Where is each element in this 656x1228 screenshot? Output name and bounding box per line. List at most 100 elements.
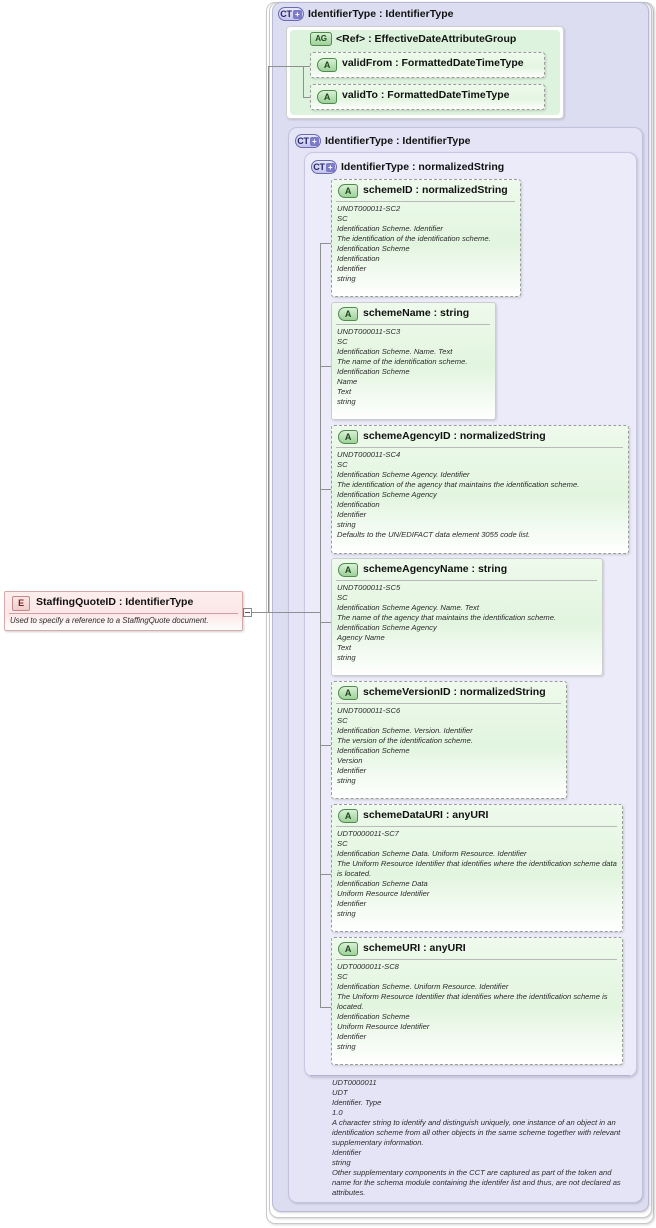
doc-line: A character string to identify and disti… bbox=[332, 1118, 621, 1147]
doc-line: Identification Scheme Data bbox=[337, 879, 428, 888]
attribute-schemeversionid-title: schemeVersionID : normalizedString bbox=[363, 686, 546, 698]
expander-toggle[interactable] bbox=[243, 608, 252, 617]
attribute-schemedatauri[interactable]: A schemeDataURI : anyURI UDT0000011-SC7 … bbox=[331, 804, 623, 932]
doc-line: string bbox=[337, 274, 356, 283]
doc-line: The Uniform Resource Identifier that ide… bbox=[337, 859, 617, 878]
a-badge-schemeagencyid: A bbox=[338, 430, 358, 444]
attribute-schemename[interactable]: A schemeName : string UNDT000011-SC3 SC … bbox=[331, 302, 496, 420]
doc-line: string bbox=[337, 520, 356, 529]
attr-tree-branch-2 bbox=[320, 366, 331, 367]
a-badge-schemeuri: A bbox=[338, 942, 358, 956]
attribute-schemename-title: schemeName : string bbox=[363, 307, 470, 319]
doc-line: Other supplementary components in the CC… bbox=[332, 1168, 621, 1197]
attribute-schemeversionid-header: A schemeVersionID : normalizedString bbox=[332, 682, 566, 703]
divider bbox=[336, 324, 490, 325]
a-badge-validfrom: A bbox=[317, 58, 337, 72]
a-badge-label: A bbox=[344, 943, 352, 954]
doc-line: UNDT000011-SC6 bbox=[337, 706, 401, 715]
ct-badge-inner: CT+ bbox=[311, 160, 337, 174]
doc-line: SC bbox=[337, 839, 348, 848]
doc-line: Text bbox=[337, 643, 352, 652]
doc-line: UNDT000011-SC3 bbox=[337, 327, 401, 336]
a-badge-schemedatauri: A bbox=[338, 809, 358, 823]
attribute-schemeversionid[interactable]: A schemeVersionID : normalizedString UND… bbox=[331, 681, 567, 799]
ct-badge-label: CT bbox=[297, 135, 309, 146]
attr-tree-branch-5 bbox=[320, 745, 331, 746]
a-badge-schemeid: A bbox=[338, 184, 358, 198]
attribute-schemeuri-doc: UDT0000011-SC8 SC Identification Scheme.… bbox=[337, 962, 622, 1052]
doc-line: Identification Scheme. Uniform Resource.… bbox=[337, 982, 509, 991]
a-badge-schemeversionid: A bbox=[338, 686, 358, 700]
attribute-schemeagencyname-doc: UNDT000011-SC5 SC Identification Scheme … bbox=[337, 583, 598, 663]
ct-badge-label: CT bbox=[313, 161, 325, 172]
doc-line: The identification of the agency that ma… bbox=[337, 480, 580, 489]
ct-plus-icon[interactable]: + bbox=[292, 9, 302, 19]
divider bbox=[9, 613, 238, 614]
ag-connector-trunk bbox=[303, 66, 304, 98]
doc-line: string bbox=[332, 1158, 351, 1167]
ag-title: <Ref> : EffectiveDateAttributeGroup bbox=[336, 33, 517, 45]
divider bbox=[336, 447, 623, 448]
attribute-schemeagencyid[interactable]: A schemeAgencyID : normalizedString UNDT… bbox=[331, 425, 629, 554]
element-title: StaffingQuoteID : IdentifierType bbox=[36, 596, 194, 608]
e-badge-label: E bbox=[18, 598, 24, 608]
doc-line: UDT bbox=[332, 1088, 348, 1097]
attribute-validfrom[interactable]: A validFrom : FormattedDateTimeType bbox=[310, 52, 545, 78]
a-badge-label: A bbox=[323, 59, 331, 70]
ct-title-outer: IdentifierType : IdentifierType bbox=[308, 8, 454, 20]
ct-plus-icon[interactable]: + bbox=[325, 162, 335, 172]
attribute-validto[interactable]: A validTo : FormattedDateTimeType bbox=[310, 84, 545, 110]
attribute-validto-header: A validTo : FormattedDateTimeType bbox=[311, 85, 544, 106]
attribute-schemeagencyid-header: A schemeAgencyID : normalizedString bbox=[332, 426, 628, 447]
doc-line: Identification Scheme Data. Uniform Reso… bbox=[337, 849, 527, 858]
ct-title-inner: IdentifierType : normalizedString bbox=[341, 161, 505, 173]
attribute-schemeid-title: schemeID : normalizedString bbox=[363, 184, 508, 196]
doc-line: Uniform Resource Identifier bbox=[337, 1022, 430, 1031]
a-badge-label: A bbox=[344, 564, 352, 575]
attribute-schemeid[interactable]: A schemeID : normalizedString UNDT000011… bbox=[331, 179, 521, 297]
doc-line: 1.0 bbox=[332, 1108, 343, 1117]
ct-badge-outer: CT+ bbox=[278, 7, 304, 21]
doc-line: Identification bbox=[337, 254, 380, 263]
a-badge-label: A bbox=[344, 687, 352, 698]
divider bbox=[336, 580, 597, 581]
element-staffingquoteid[interactable]: E StaffingQuoteID : IdentifierType Used … bbox=[4, 591, 243, 631]
attribute-schemedatauri-header: A schemeDataURI : anyURI bbox=[332, 805, 622, 826]
doc-line: Text bbox=[337, 387, 352, 396]
attribute-schemeid-doc: UNDT000011-SC2 SC Identification Scheme.… bbox=[337, 204, 516, 284]
doc-line: Identifier bbox=[337, 1032, 367, 1041]
a-badge-schemename: A bbox=[338, 307, 358, 321]
ag-connector-branch-2 bbox=[303, 97, 313, 98]
doc-line: string bbox=[337, 776, 356, 785]
ag-connector-down bbox=[268, 66, 269, 612]
a-badge-label: A bbox=[344, 185, 352, 196]
e-badge: E bbox=[12, 596, 30, 611]
doc-line: Defaults to the UN/EDIFACT data element … bbox=[337, 530, 531, 539]
attr-tree-branch-7 bbox=[320, 1007, 331, 1008]
doc-line: SC bbox=[337, 593, 348, 602]
attr-tree-trunk bbox=[320, 243, 321, 1007]
a-badge-label: A bbox=[344, 308, 352, 319]
attr-tree-branch-1 bbox=[320, 243, 331, 244]
attribute-schemename-header: A schemeName : string bbox=[332, 303, 495, 324]
attribute-schemeuri[interactable]: A schemeURI : anyURI UDT0000011-SC8 SC I… bbox=[331, 937, 623, 1065]
a-badge-schemeagencyname: A bbox=[338, 563, 358, 577]
attribute-schemeagencyname-header: A schemeAgencyName : string bbox=[332, 559, 602, 580]
divider bbox=[336, 959, 617, 960]
attribute-schemeagencyname[interactable]: A schemeAgencyName : string UNDT000011-S… bbox=[331, 558, 603, 676]
doc-line: Identifier bbox=[332, 1148, 362, 1157]
doc-line: Identification Scheme Agency. Identifier bbox=[337, 470, 470, 479]
footer-divider bbox=[310, 1075, 630, 1076]
doc-line: Identification Scheme. Version. Identifi… bbox=[337, 726, 473, 735]
a-badge-validto: A bbox=[317, 90, 337, 104]
doc-line: Name bbox=[337, 377, 358, 386]
attribute-schemeagencyid-title: schemeAgencyID : normalizedString bbox=[363, 430, 546, 442]
doc-line: SC bbox=[337, 214, 348, 223]
doc-line: Identification Scheme Agency. Name. Text bbox=[337, 603, 479, 612]
attribute-schemeagencyid-doc: UNDT000011-SC4 SC Identification Scheme … bbox=[337, 450, 624, 540]
doc-line: Identification Scheme. Name. Text bbox=[337, 347, 453, 356]
attribute-schemedatauri-title: schemeDataURI : anyURI bbox=[363, 809, 489, 821]
ct-plus-icon[interactable]: + bbox=[309, 136, 319, 146]
ag-connector-branch-1 bbox=[303, 66, 313, 67]
ct-badge-label: CT bbox=[280, 8, 292, 19]
